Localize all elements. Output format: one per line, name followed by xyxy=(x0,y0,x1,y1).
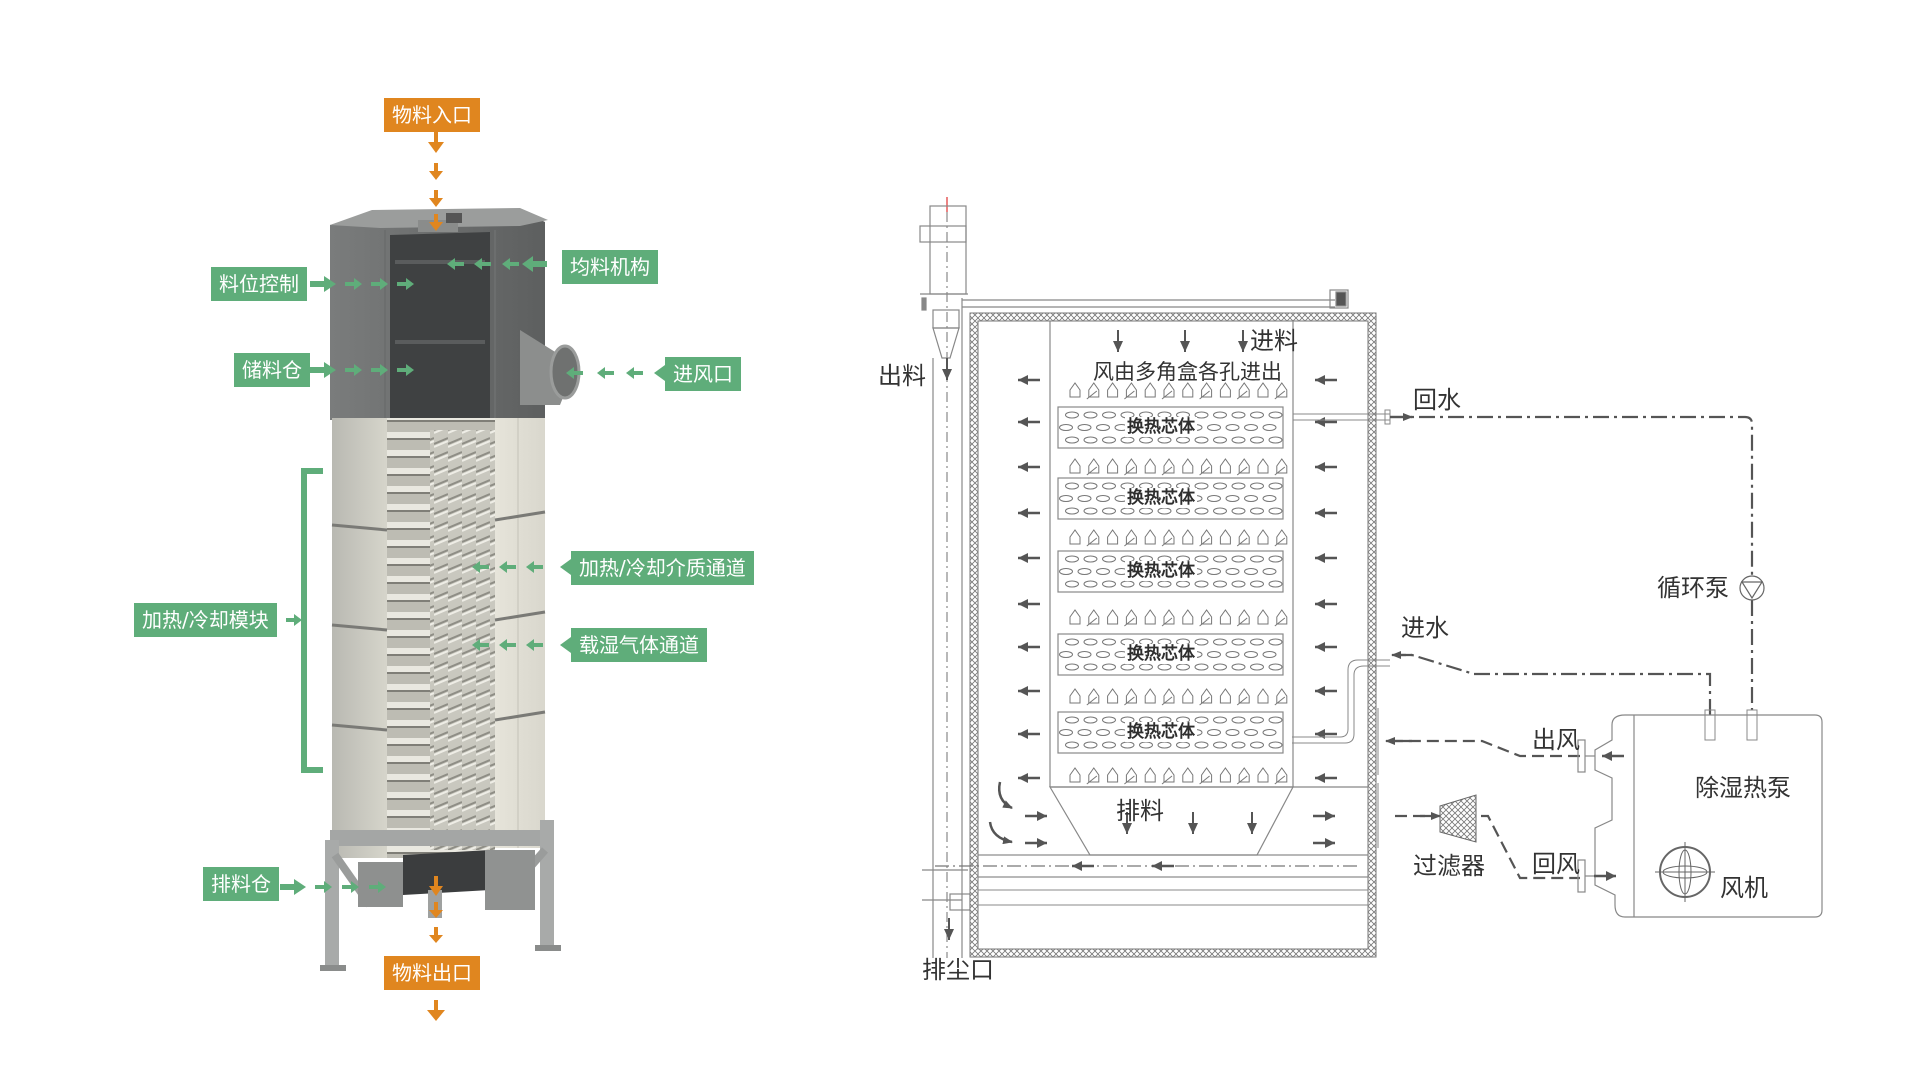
return-air-label: 回风 xyxy=(1532,850,1580,878)
level-control-label: 料位控制 xyxy=(211,267,307,301)
heating-cooling-module-label: 加热/冷却模块 xyxy=(134,603,277,637)
storage-bin-label: 储料仓 xyxy=(234,353,310,387)
air-inlet-label: 进风口 xyxy=(665,357,741,391)
core-label: 换热芯体 xyxy=(1125,417,1197,437)
core-label: 换热芯体 xyxy=(1125,561,1197,581)
curved-air-arrows xyxy=(988,781,1013,845)
nozzle-row xyxy=(1069,458,1288,476)
inlet-water-pipe xyxy=(1292,651,1758,744)
circulation-pump-label: 循环泵 xyxy=(1657,574,1729,602)
air-nozzle-rows xyxy=(1069,382,1288,785)
inlet-water-label: 进水 xyxy=(1401,614,1449,642)
discharge-label: 排料 xyxy=(1116,797,1164,825)
core-label: 换热芯体 xyxy=(1125,488,1197,508)
module-stack xyxy=(331,418,546,858)
discharge-down-arrow xyxy=(941,357,953,381)
discharge-out-label: 出料 xyxy=(878,362,926,390)
heat-pump-unit xyxy=(1577,714,1823,918)
filter-symbol xyxy=(1439,794,1477,843)
nozzle-row xyxy=(1069,688,1288,706)
medium-channel-label: 加热/冷却介质通道 xyxy=(571,551,754,585)
cyclone-column xyxy=(919,197,1349,958)
distributor-label: 均料机构 xyxy=(562,250,658,284)
module-bracket xyxy=(301,468,323,773)
circulation-pump-symbol xyxy=(1739,575,1765,601)
discharge-bin-label: 排料仓 xyxy=(203,867,279,901)
material-outlet-label: 物料出口 xyxy=(384,956,480,990)
core-label: 换热芯体 xyxy=(1125,644,1197,664)
core-label: 换热芯体 xyxy=(1125,722,1197,742)
dust-outlet-label: 排尘口 xyxy=(922,956,994,984)
dust-down-arrow xyxy=(943,917,955,941)
nozzle-row xyxy=(1069,609,1288,627)
feed-in-label: 进料 xyxy=(1250,327,1298,355)
nozzle-row xyxy=(1069,529,1288,547)
material-flow-arrows xyxy=(427,132,445,1021)
humid-gas-channel-label: 载湿气体通道 xyxy=(571,628,707,662)
air-note-label: 风由多角盒各孔进出 xyxy=(1093,360,1282,384)
return-water-label: 回水 xyxy=(1413,386,1461,414)
heat-pump-label: 除湿热泵 xyxy=(1695,774,1791,802)
air-out-label: 出风 xyxy=(1532,726,1580,754)
air-inlet-duct xyxy=(520,330,581,405)
heat-exchange-core xyxy=(1057,406,1284,449)
nozzle-row xyxy=(1069,382,1288,400)
air-out-duct xyxy=(1377,708,1580,880)
fan-symbol xyxy=(1655,842,1715,902)
nozzle-row xyxy=(1069,767,1288,785)
return-water-pipe xyxy=(1293,409,1754,710)
fan-label: 风机 xyxy=(1720,874,1768,902)
filter-label: 过滤器 xyxy=(1413,852,1485,880)
material-inlet-label: 物料入口 xyxy=(384,98,480,132)
core-column xyxy=(935,321,1369,878)
support-stand xyxy=(320,820,561,971)
